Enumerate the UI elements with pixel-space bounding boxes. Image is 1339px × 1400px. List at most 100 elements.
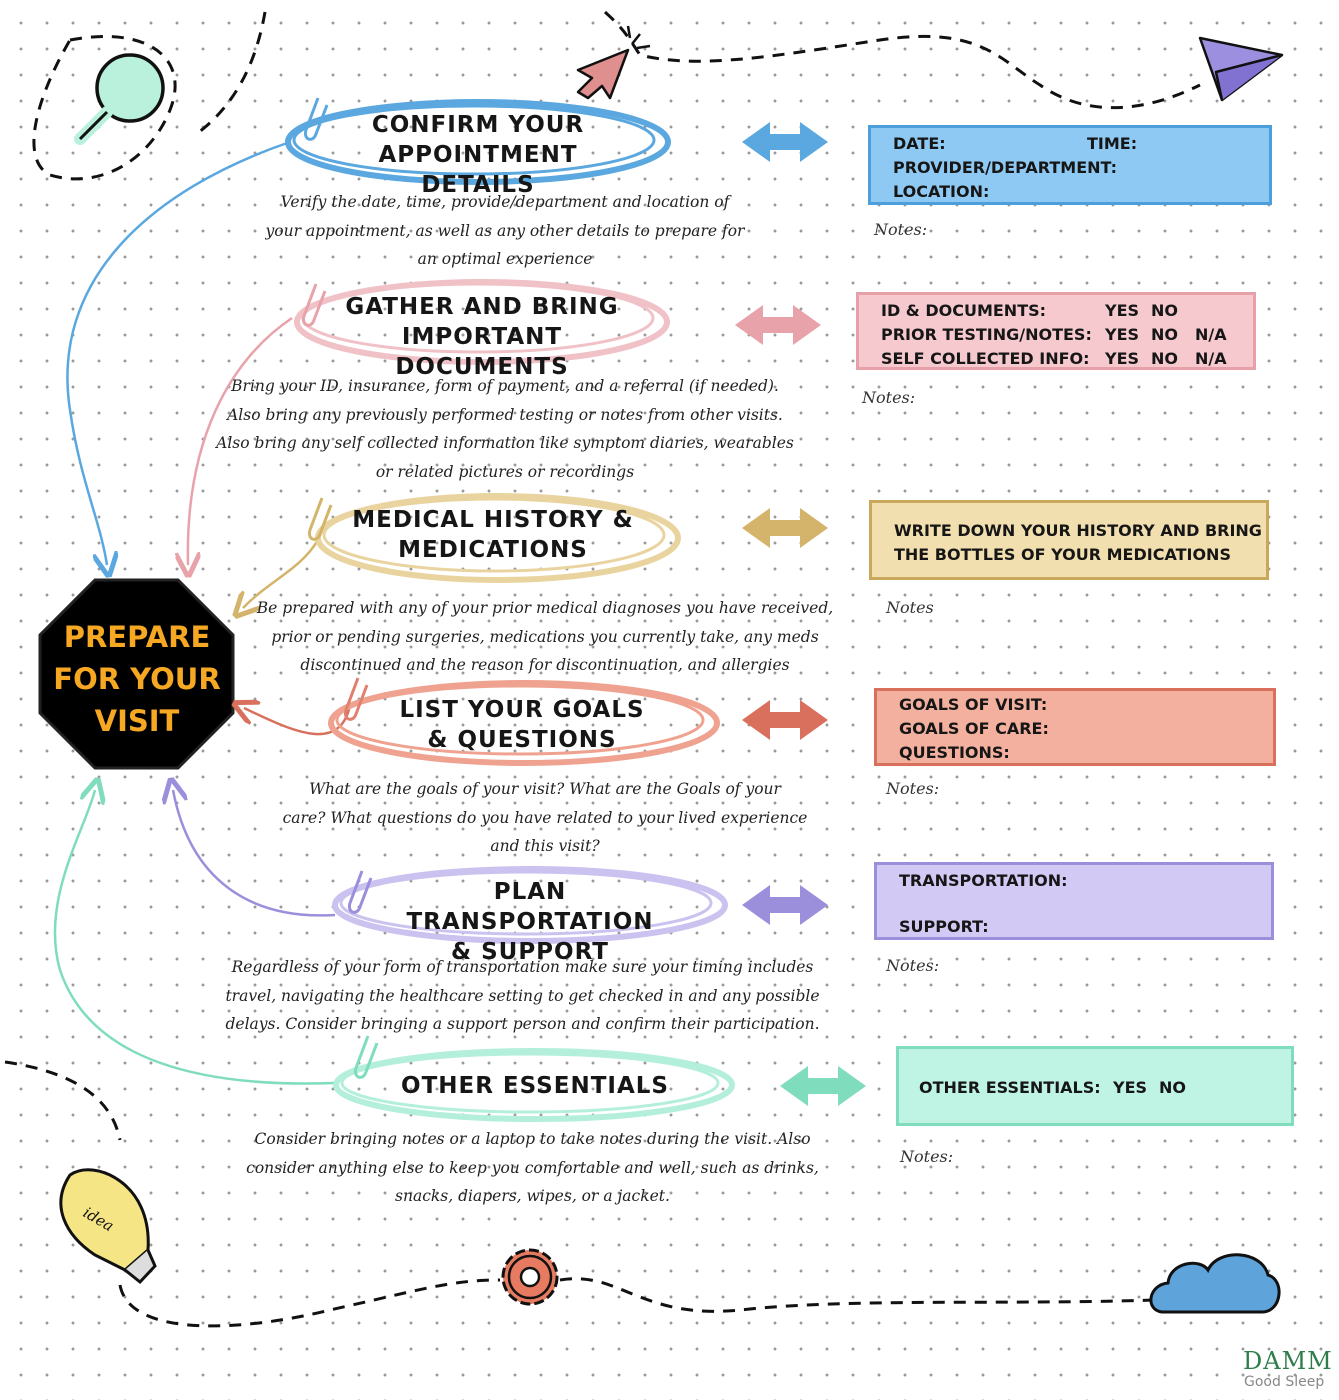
time-field[interactable]: TIME: — [1087, 134, 1138, 153]
location-field[interactable]: LOCATION: — [893, 182, 990, 201]
step-4-desc-line2: care? What questions do you have related… — [282, 808, 808, 827]
connector-salmon — [244, 705, 352, 736]
center-label-line2: FOR YOUR — [53, 662, 221, 696]
step-5-desc-line2: travel, navigating the healthcare settin… — [225, 986, 820, 1005]
step-2-title-line1: Gather and bring — [345, 294, 619, 320]
connector-gold — [243, 539, 320, 608]
step-5-title: Plan transportation & support — [370, 877, 690, 967]
step-3-notes[interactable]: Notes — [886, 598, 934, 617]
step-4-notes[interactable]: Notes: — [886, 779, 940, 798]
support-field[interactable]: SUPPORT: — [899, 917, 989, 936]
step-1-description: Verify the date, time, provide/departmen… — [245, 188, 765, 274]
other-essentials-yes-option[interactable]: YES — [1113, 1078, 1148, 1097]
goals-of-visit-field[interactable]: GOALS OF VISIT: — [899, 695, 1048, 714]
self-collected-label: SELF COLLECTED INFO: — [881, 349, 1090, 368]
center-label-line1: PREPARE — [63, 620, 211, 654]
paper-plane-icon — [1198, 36, 1284, 102]
dashed-path-bottom — [4, 1060, 1156, 1328]
step-6-title: Other essentials — [380, 1071, 690, 1101]
step-5-desc-line1: Regardless of your form of transportatio… — [231, 958, 814, 976]
step-1-desc-line3: an optimal experience — [417, 250, 593, 268]
provider-department-field[interactable]: PROVIDER/DEPARTMENT: — [893, 158, 1117, 177]
brand-logo-subtitle: Good Sleep — [1244, 1374, 1325, 1390]
cursor-arrow-icon — [576, 25, 651, 100]
step-1-title-line2: appointment details — [378, 142, 578, 198]
self-collected-na-option[interactable]: N/A — [1195, 349, 1227, 368]
step-2-desc-line1: Bring your ID, insurance, form of paymen… — [231, 377, 779, 395]
other-essentials-label: OTHER ESSENTIALS: — [919, 1078, 1101, 1097]
step-3-title-line1: Medical history & — [352, 507, 634, 533]
step-2-desc-line4: or related pictures or recordings — [375, 462, 635, 481]
goals-of-care-field[interactable]: GOALS OF CARE: — [899, 719, 1049, 738]
step-5-notes[interactable]: Notes: — [886, 956, 940, 975]
step-6-description: Consider bringing notes or a laptop to t… — [240, 1125, 825, 1211]
step-4-form-box: GOALS OF VISIT: GOALS OF CARE: QUESTIONS… — [874, 688, 1276, 766]
date-field[interactable]: DATE: — [893, 134, 946, 153]
step-4-title-line2: & questions — [427, 727, 617, 753]
step-1-notes[interactable]: Notes: — [874, 220, 928, 239]
step-5-form-box: TRANSPORTATION: SUPPORT: — [874, 862, 1274, 940]
step-1-form-box: DATE: TIME: PROVIDER/DEPARTMENT: LOCATIO… — [868, 125, 1272, 205]
id-documents-label: ID & DOCUMENTS: — [881, 301, 1047, 320]
step-5-description: Regardless of your form of transportatio… — [220, 953, 825, 1039]
step-4-desc-line1: What are the goals of your visit? What a… — [309, 780, 781, 798]
paperclip-icon — [301, 97, 379, 1079]
step-2-title: Gather and bring important documents — [322, 292, 642, 382]
other-essentials-no-option[interactable]: NO — [1159, 1078, 1186, 1097]
step-2-notes[interactable]: Notes: — [862, 388, 916, 407]
step-5-desc-line3: delays. Consider bringing a support pers… — [225, 1015, 820, 1033]
title-ellipse-5 — [332, 866, 728, 944]
id-documents-yes-option[interactable]: YES — [1105, 301, 1140, 320]
questions-field[interactable]: QUESTIONS: — [899, 743, 1010, 762]
transportation-field[interactable]: TRANSPORTATION: — [899, 871, 1068, 890]
connector-mint — [53, 790, 336, 1085]
center-label-line3: VISIT — [94, 704, 180, 738]
history-instruction-line1: WRITE DOWN YOUR HISTORY AND BRING — [894, 521, 1262, 540]
step-6-desc-line2: consider anything else to keep you comfo… — [246, 1158, 819, 1177]
step-1-title-line1: Confirm your — [371, 112, 585, 138]
step-5-title-line1: Plan transportation — [406, 879, 654, 935]
title-ellipse-6 — [333, 1048, 735, 1122]
connector-pink — [188, 316, 293, 565]
step-6-form-box: OTHER ESSENTIALS: YES NO — [896, 1046, 1294, 1126]
prior-testing-yes-option[interactable]: YES — [1105, 325, 1140, 344]
step-3-desc-line1: Be prepared with any of your prior medic… — [256, 599, 834, 617]
id-documents-no-option[interactable]: NO — [1151, 301, 1178, 320]
step-6-title-line1: Other essentials — [401, 1073, 669, 1099]
step-3-title: Medical history & medications — [338, 505, 648, 565]
step-2-description: Bring your ID, insurance, form of paymen… — [215, 372, 795, 486]
gear-icon — [501, 1248, 559, 1306]
connector-purple — [173, 790, 336, 917]
cloud-icon — [1149, 1253, 1281, 1314]
prior-testing-label: PRIOR TESTING/NOTES: — [881, 325, 1092, 344]
step-5-title-line2: & support — [451, 939, 609, 965]
history-instruction-line2: THE BOTTLES OF YOUR MEDICATIONS — [894, 545, 1231, 564]
lightbulb-icon: idea — [59, 1168, 157, 1285]
step-1-desc-line2: your appointment, as well as any other d… — [265, 221, 745, 240]
step-4-title: List your goals & questions — [372, 695, 672, 755]
magnifier-icon — [74, 53, 165, 145]
brand-logo: DAMM — [1243, 1347, 1333, 1375]
step-3-desc-line3: discontinued and the reason for disconti… — [300, 656, 790, 674]
step-2-title-line2: important documents — [395, 324, 569, 380]
title-ellipse-4 — [328, 680, 720, 766]
step-4-desc-line3: and this visit? — [490, 837, 600, 855]
prior-testing-no-option[interactable]: NO — [1151, 325, 1178, 344]
step-2-desc-line3: Also bring any self collected informatio… — [216, 434, 794, 452]
step-3-desc-line2: prior or pending surgeries, medications … — [271, 627, 819, 646]
step-2-form-box: ID & DOCUMENTS: YES NO PRIOR TESTING/NOT… — [856, 292, 1256, 370]
step-4-description: What are the goals of your visit? What a… — [275, 775, 815, 861]
step-1-title: Confirm your appointment details — [318, 110, 638, 200]
prepare-visit-label: PREPARE FOR YOUR VISIT — [52, 616, 222, 742]
step-4-title-line1: List your goals — [399, 697, 645, 723]
double-arrow-icon — [735, 122, 866, 1106]
self-collected-yes-option[interactable]: YES — [1105, 349, 1140, 368]
step-3-instruction-box: WRITE DOWN YOUR HISTORY AND BRING THE BO… — [869, 500, 1269, 580]
step-6-notes[interactable]: Notes: — [900, 1147, 954, 1166]
prior-testing-na-option[interactable]: N/A — [1195, 325, 1227, 344]
self-collected-no-option[interactable]: NO — [1151, 349, 1178, 368]
title-ellipse-1 — [285, 99, 671, 185]
step-1-desc-line1: Verify the date, time, provide/departmen… — [280, 193, 730, 211]
prepare-visit-octagon — [38, 578, 235, 770]
